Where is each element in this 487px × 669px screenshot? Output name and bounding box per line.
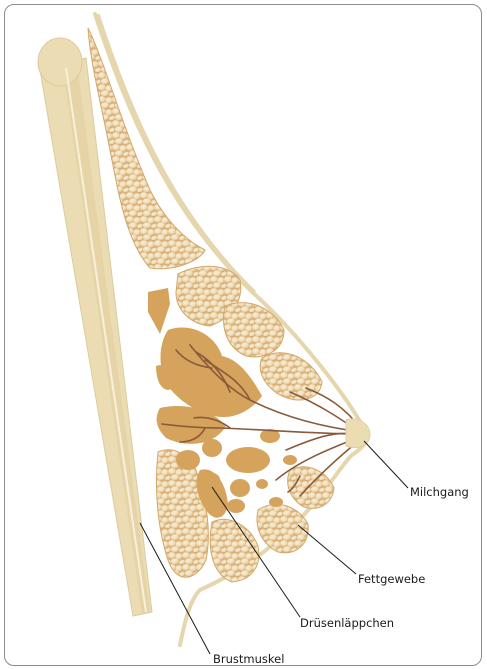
chest-muscle — [38, 38, 152, 616]
label-gland-lobule: Drüsenläppchen — [300, 616, 394, 630]
leader-milk-duct — [364, 441, 408, 488]
label-chest-muscle: Brustmuskel — [213, 652, 284, 666]
label-milk-duct: Milchgang — [410, 485, 469, 499]
leader-fat-tissue — [298, 525, 356, 574]
label-fat-tissue: Fettgewebe — [358, 572, 425, 586]
